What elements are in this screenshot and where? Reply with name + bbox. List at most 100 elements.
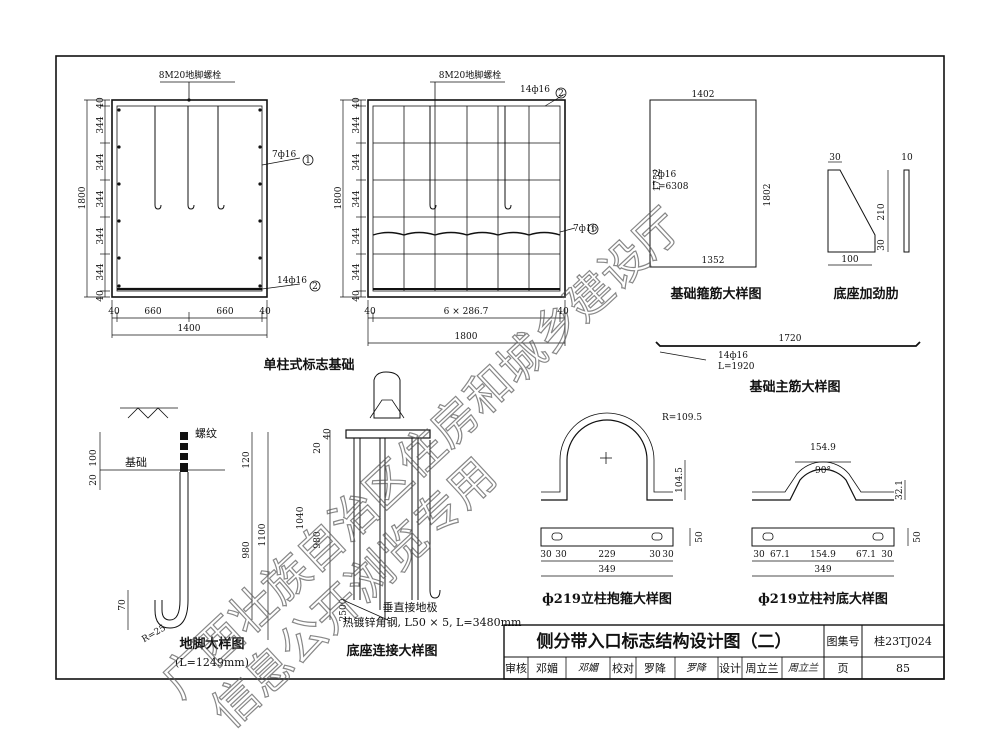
anchor-d100: 100 xyxy=(89,449,99,466)
grid-total-width: 1800 xyxy=(455,332,478,342)
stirrup-drawing xyxy=(649,99,757,268)
main-rebar-drawing xyxy=(655,341,921,361)
anchor-d20: 20 xyxy=(89,474,99,486)
lining-caption: ф219立柱衬底大样图 xyxy=(758,591,888,607)
lining-total: 349 xyxy=(814,565,831,575)
single-column-caption: 单柱式标志基础 xyxy=(263,357,354,373)
grid-mark-1: 1 xyxy=(590,225,596,235)
single-dim-v-5: 344 xyxy=(96,227,106,244)
main-rebar-length: 1720 xyxy=(779,334,802,344)
lining-dim-5: 30 xyxy=(881,550,893,560)
hoop-dim-5: 30 xyxy=(662,550,674,560)
anchor-foundation: 基础 xyxy=(125,456,147,469)
reviewer-signature: 邓媚 xyxy=(578,662,600,674)
single-dim-h-2: 660 xyxy=(144,307,161,317)
stiffener-height: 210 xyxy=(877,203,887,220)
main-rebar-spec: 14ф16 xyxy=(718,351,748,361)
grid-base-drawing xyxy=(340,81,599,346)
design-label: 设计 xyxy=(719,662,741,675)
base-d1040: 1040 xyxy=(296,506,306,529)
base-note2: 热镀锌角钢, L50 × 5, L=3480mm xyxy=(343,615,522,629)
grid-dim-v-3: 344 xyxy=(352,153,362,170)
single-dim-h-1: 40 xyxy=(108,307,120,317)
hoop-dim-4: 30 xyxy=(649,550,661,560)
checker-name: 罗降 xyxy=(644,661,666,675)
single-column-foundation-drawing xyxy=(84,81,321,338)
anchor-d70: 70 xyxy=(118,599,128,611)
grid-dim-h-1: 40 xyxy=(364,307,376,317)
page-number: 85 xyxy=(896,662,910,675)
lining-dim-2: 67.1 xyxy=(770,550,790,560)
base-d980: 980 xyxy=(313,531,323,548)
base-connection-drawing xyxy=(329,371,441,621)
base-d40: 40 xyxy=(323,428,333,440)
single-mark-1: 1 xyxy=(305,156,311,166)
main-rebar-caption: 基础主筋大样图 xyxy=(748,379,840,395)
stiffener-drawing xyxy=(827,161,910,266)
stirrup-bottom: 1352 xyxy=(702,256,725,266)
anchor-d980: 980 xyxy=(242,541,252,558)
stiffener-small: 30 xyxy=(877,239,887,251)
atlas-label: 图集号 xyxy=(827,634,860,648)
single-dim-v-3: 344 xyxy=(96,153,106,170)
anchor-length: (L=1249mm) xyxy=(175,656,249,669)
base-caption: 底座连接大样图 xyxy=(346,643,437,659)
single-dim-v-1: 40 xyxy=(96,97,106,109)
grid-dim-v-1: 40 xyxy=(352,97,362,109)
lining-dim-1: 30 xyxy=(753,550,765,560)
single-dim-v-7: 40 xyxy=(96,290,106,302)
grid-bolt-label: 8M20地脚螺栓 xyxy=(439,69,501,81)
lining-drawing xyxy=(751,461,909,577)
reviewer-name: 邓媚 xyxy=(536,661,558,675)
base-d2500: 2500 xyxy=(339,598,349,621)
stirrup-length: L=6308 xyxy=(652,182,689,192)
lining-angle: 90° xyxy=(815,466,831,476)
stirrup-right: 1802 xyxy=(763,184,773,207)
base-note1: 垂直接地极 xyxy=(383,600,438,614)
lining-top: 154.9 xyxy=(810,443,836,453)
main-rebar-total: L=1920 xyxy=(718,362,755,372)
hoop-dim-2: 30 xyxy=(555,550,567,560)
anchor-radius: R=25 xyxy=(140,623,168,645)
single-dim-h-3: 660 xyxy=(216,307,233,317)
lining-dim-3: 154.9 xyxy=(810,550,836,560)
hoop-radius: R=109.5 xyxy=(662,413,702,423)
single-dim-v-6: 344 xyxy=(96,263,106,280)
hoop-d50: 50 xyxy=(695,531,705,543)
page-label: 页 xyxy=(838,662,849,675)
single-dim-h-4: 40 xyxy=(259,307,271,317)
grid-mark-2: 2 xyxy=(558,89,564,99)
check-label: 校对 xyxy=(612,661,634,675)
hoop-total: 349 xyxy=(598,565,615,575)
grid-total-height: 1800 xyxy=(334,186,344,209)
anchor-caption: 地脚大样图 xyxy=(179,636,244,652)
hoop-drawing xyxy=(540,412,691,577)
grid-dim-v-4: 344 xyxy=(352,190,362,207)
anchor-d1100: 1100 xyxy=(258,523,268,546)
grid-dim-h-2: 6 × 286.7 xyxy=(444,307,489,317)
anchor-thread: 螺纹 xyxy=(195,426,217,440)
stiffener-caption: 底座加劲肋 xyxy=(833,286,898,302)
grid-dim-v-5: 344 xyxy=(352,227,362,244)
stirrup-rebar: 7ф16 xyxy=(652,170,676,180)
lining-dim-4: 67.1 xyxy=(856,550,876,560)
hoop-height: 104.5 xyxy=(675,467,685,493)
single-mark-2: 2 xyxy=(312,282,318,292)
grid-dim-h-3: 40 xyxy=(557,307,569,317)
grid-dim-v-7: 40 xyxy=(352,290,362,302)
anchor-d120: 120 xyxy=(242,451,252,468)
drawing-title: 侧分带入口标志结构设计图（二） xyxy=(537,631,792,652)
single-total-width: 1400 xyxy=(178,324,201,334)
hoop-dim-1: 30 xyxy=(540,550,552,560)
grid-rebar-right: 7ф16 xyxy=(573,224,597,234)
lining-d50: 50 xyxy=(913,531,923,543)
atlas-number: 桂23TJ024 xyxy=(874,634,932,648)
single-rebar-2: 14ф16 xyxy=(277,276,307,286)
stiffener-top: 30 xyxy=(829,153,841,163)
grid-dim-v-6: 344 xyxy=(352,263,362,280)
base-d20: 20 xyxy=(313,442,323,454)
sheet-border xyxy=(55,55,945,680)
designer-name: 周立兰 xyxy=(746,661,779,675)
grid-rebar-top: 14ф16 xyxy=(520,85,550,95)
